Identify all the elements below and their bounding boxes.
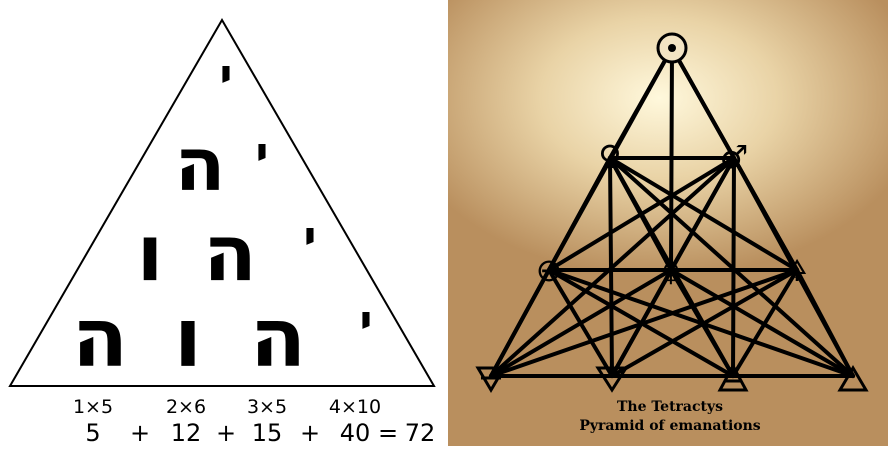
product-row1: 1×5 xyxy=(73,396,113,418)
sum-operator: + xyxy=(300,419,320,446)
sulfur-symbol-icon: 🜍 xyxy=(786,254,807,289)
emanation-lines xyxy=(491,48,853,376)
sum-term: 5 xyxy=(85,419,100,446)
product-row3: 3×5 xyxy=(247,396,287,418)
letter-he-row4a: ה xyxy=(72,291,128,386)
mars-symbol-icon: ♂ xyxy=(720,138,749,176)
letter-yod-row1: י xyxy=(220,50,233,101)
letter-vav-row3: ו xyxy=(137,209,164,299)
letter-yod-row3: י xyxy=(304,212,317,263)
sum-equals: = xyxy=(378,419,398,446)
sum-term: 12 xyxy=(171,419,202,446)
letter-vav-row4: ו xyxy=(174,291,202,386)
venus-symbol-icon: ♀ xyxy=(598,138,621,176)
letter-yod-row2: י xyxy=(256,128,269,179)
sum-total: 72 xyxy=(405,419,436,446)
tetractys-emanations-diagram: ⊙ ♀ ♂ ⊖ ☿ 🜍 The Tetractys Pyramid of ema… xyxy=(448,0,888,446)
letter-he-row2: ה xyxy=(175,122,226,208)
tetragrammaton-triangle-panel: י ה י ו ה י ה ו ה י 1×5 2×6 3×5 4×10 5 +… xyxy=(0,0,446,446)
letter-he-row4b: ה xyxy=(250,291,306,386)
earth-symbol-icon: ⊖ xyxy=(536,251,563,289)
letter-yod-row4: י xyxy=(360,296,373,347)
caption-title: The Tetractys xyxy=(617,399,723,415)
mercury-symbol-icon: ☿ xyxy=(661,251,681,289)
sun-dot xyxy=(668,44,676,52)
sum-term: 15 xyxy=(252,419,283,446)
product-row4: 4×10 xyxy=(329,396,381,418)
letter-he-row3: ה xyxy=(203,209,257,299)
emanation-line xyxy=(733,158,734,376)
tetragrammaton-diagram: י ה י ו ה י ה ו ה י 1×5 2×6 3×5 4×10 5 +… xyxy=(0,0,446,446)
sum-operator: + xyxy=(216,419,236,446)
product-row2: 2×6 xyxy=(166,396,206,418)
caption-subtitle: Pyramid of emanations xyxy=(579,418,760,434)
tetractys-emanations-panel: ⊙ ♀ ♂ ⊖ ☿ 🜍 The Tetractys Pyramid of ema… xyxy=(448,0,888,446)
sum-operator: + xyxy=(130,419,150,446)
sum-term: 40 xyxy=(340,419,371,446)
